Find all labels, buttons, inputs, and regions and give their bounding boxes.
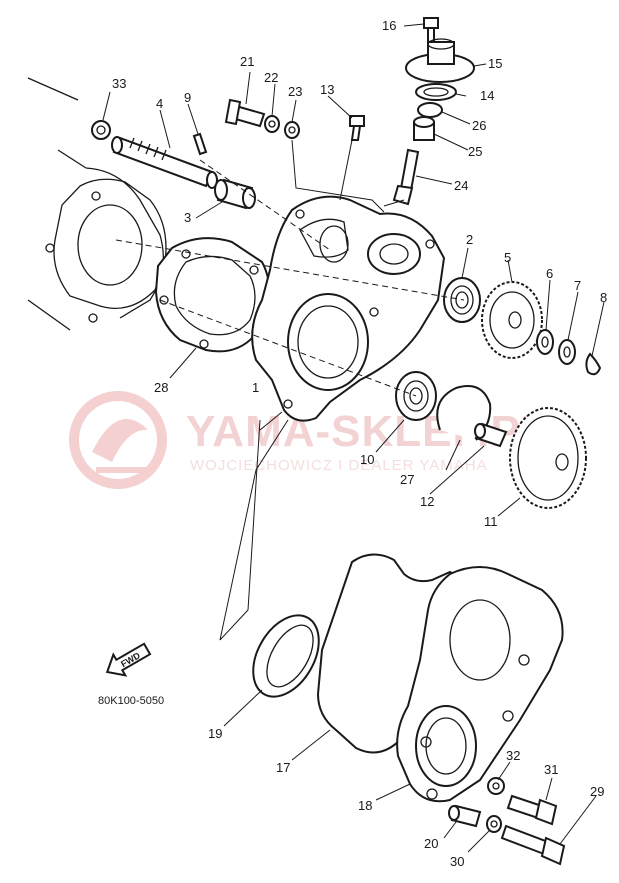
washer-33: [91, 120, 111, 140]
label-part-14: 14: [480, 88, 494, 103]
label-part-2: 2: [466, 232, 473, 247]
washer-30: [486, 815, 502, 833]
bushing-25: [413, 116, 435, 141]
label-part-23: 23: [288, 84, 302, 99]
housing-1: [251, 195, 446, 422]
cover-18: [396, 566, 564, 803]
clip-8: [585, 352, 602, 376]
washer-32: [487, 777, 505, 795]
label-part-15: 15: [488, 56, 502, 71]
watermark-subtitle: WOJCIECHOWICZ I DEALER YAMAHA: [190, 457, 488, 474]
label-part-6: 6: [546, 266, 553, 281]
forward-arrow: FWD: [105, 642, 152, 677]
seal-19: [252, 614, 320, 698]
label-part-27: 27: [400, 472, 414, 487]
label-part-10: 10: [360, 452, 374, 467]
pin-9: [192, 132, 208, 156]
label-part-9: 9: [184, 90, 191, 105]
label-part-30: 30: [450, 854, 464, 869]
label-part-28: 28: [154, 380, 168, 395]
label-part-11: 11: [484, 514, 498, 529]
label-part-31: 31: [544, 762, 558, 777]
label-part-22: 22: [264, 70, 278, 85]
label-part-18: 18: [358, 798, 372, 813]
washer-6: [536, 329, 554, 355]
dowel-20: [448, 804, 482, 828]
label-part-12: 12: [420, 494, 434, 509]
label-part-33: 33: [112, 76, 126, 91]
label-part-29: 29: [590, 784, 604, 799]
label-part-7: 7: [574, 278, 581, 293]
gear-shaft-24: [392, 148, 420, 206]
washer-7: [558, 339, 576, 365]
bolt-16: [423, 17, 439, 43]
leader-lines: [102, 23, 605, 853]
label-part-5: 5: [504, 250, 511, 265]
seal-26: [417, 102, 443, 118]
gear-5: [481, 281, 543, 359]
label-part-3: 3: [184, 210, 191, 225]
collar-3: [214, 178, 256, 210]
washer-23: [284, 121, 300, 139]
label-part-24: 24: [454, 178, 468, 193]
diagram-code: 80K100-5050: [98, 695, 164, 707]
bolt-21: [224, 98, 266, 128]
label-part-20: 20: [424, 836, 438, 851]
washer-22: [264, 115, 280, 133]
screw-13: [349, 115, 365, 141]
label-part-1: 1: [252, 380, 259, 395]
watermark-logo: [69, 391, 167, 489]
label-part-32: 32: [506, 748, 520, 763]
o-ring-14: [415, 83, 457, 101]
shaft-4: [111, 136, 218, 189]
label-part-19: 19: [208, 726, 222, 741]
bolt-29: [500, 824, 566, 866]
label-part-13: 13: [320, 82, 334, 97]
label-part-21: 21: [240, 54, 254, 69]
label-part-8: 8: [600, 290, 607, 305]
crankcase-outline: [27, 77, 167, 331]
gear-11: [509, 407, 587, 509]
housing-15: [405, 38, 475, 83]
part-number-labels: 1 2 3 4 5 6 7 8 9 10 11 12 13 14 15 16 1…: [112, 18, 607, 869]
label-part-17: 17: [276, 760, 290, 775]
pin-12: [474, 422, 508, 448]
label-part-16: 16: [382, 18, 396, 33]
bolt-31: [506, 794, 558, 826]
label-part-25: 25: [468, 144, 482, 159]
label-part-4: 4: [156, 96, 163, 111]
label-part-26: 26: [472, 118, 486, 133]
alignment-lines: [115, 139, 465, 641]
